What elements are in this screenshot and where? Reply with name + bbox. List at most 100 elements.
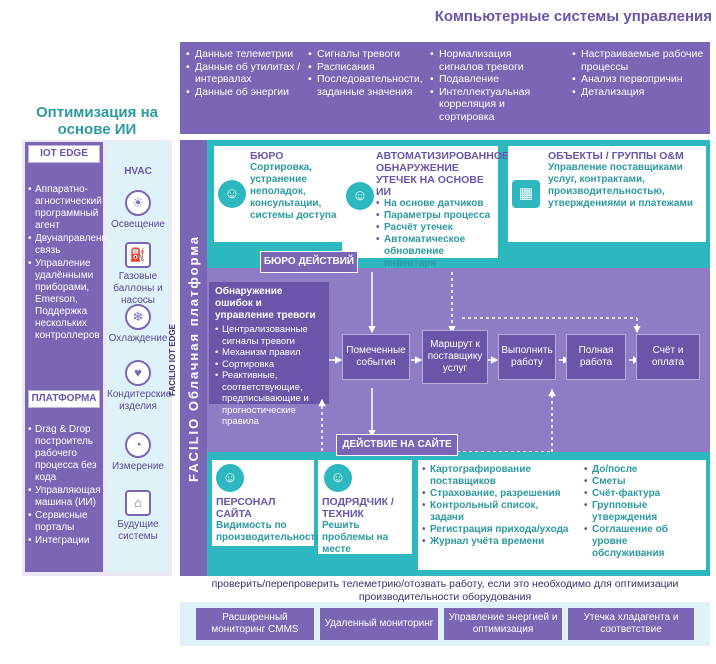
telemetry-item: Данные об энергии <box>186 86 304 99</box>
platform-header: ПЛАТФОРМА <box>28 390 100 408</box>
list-item: Управление удалёнными приборами, Emerson… <box>28 258 102 342</box>
leak-detection-card: ☺ АВТОМАТИЗИРОВАННОЕ ОБНАРУЖЕНИЕ УТЕЧЕК … <box>342 146 509 269</box>
flow-step-complete-work: Полная работа <box>566 334 626 380</box>
telemetry-item: Интеллектуальная корреляция и сортировка <box>430 86 558 124</box>
list-item: Автоматическое обновление инвентаря <box>376 234 496 270</box>
hvac-item-gas: ⛽ Газовые баллоны и насосы <box>107 242 169 307</box>
person-icon: ☺ <box>218 180 246 208</box>
site-action-label: ДЕЙСТВИЕ НА САЙТЕ <box>336 434 458 456</box>
telemetry-col-4: Настраиваемые рабочие процессы Анализ пе… <box>572 48 704 98</box>
telemetry-col-2: Сигналы тревоги Расписания Последователь… <box>308 48 426 98</box>
alarm-list: Централизованные сигналы тревоги Механиз… <box>215 324 323 428</box>
bureau-title: БЮРО <box>250 150 284 162</box>
telemetry-item: Последовательности, заданные значения <box>308 73 426 98</box>
telemetry-item: Нормализация сигналов тревоги <box>430 48 558 73</box>
telemetry-block: Данные телеметрии Данные об утилитах / и… <box>180 42 710 134</box>
list-item: Параметры процесса <box>376 210 496 222</box>
telemetry-item: Расписания <box>308 61 426 74</box>
main-title: Компьютерные системы управления <box>434 8 712 25</box>
list-item: Сервисные порталы <box>28 510 102 534</box>
tasks-list-2: До/после Сметы Счёт-фактура Групповые ут… <box>584 464 702 560</box>
flow-step-do-work: Выполнить работу <box>498 334 556 380</box>
telemetry-col-1: Данные телеметрии Данные об утилитах / и… <box>186 48 304 98</box>
monitoring-energy: Управление энергией и оптимизация <box>444 608 562 640</box>
list-item: Соглашение об уровне обслуживания <box>584 524 702 560</box>
site-staff-card: ☺ ПЕРСОНАЛ САЙТА Видимость по производит… <box>212 460 322 546</box>
tasks-list-1: Картографирование поставщиков Страховани… <box>422 464 574 548</box>
telemetry-item: Анализ первопричин <box>572 73 704 86</box>
bureau-content: БЮРО Сортировка, устранение неполадок, к… <box>250 150 360 222</box>
alarm-title: Обнаружение ошибок и управление тревоги <box>215 286 316 321</box>
hvac-column: HVAC ☀ Освещение ⛽ Газовые баллоны и нас… <box>107 142 171 572</box>
objects-text: Управление поставщиками услуг, контракта… <box>548 162 694 209</box>
hvac-item-metering: ◔ Измерение <box>107 432 169 473</box>
list-item: Расчёт утечек <box>376 222 496 234</box>
leak-title: АВТОМАТИЗИРОВАННОЕ ОБНАРУЖЕНИЕ УТЕЧЕК НА… <box>376 150 509 198</box>
bureau-card: ☺ БЮРО Сортировка, устранение неполадок,… <box>214 146 364 242</box>
list-item: Интеграции <box>28 535 102 547</box>
house-check-icon: ⌂ <box>125 490 151 516</box>
left-title: Оптимизация на основе ИИ <box>36 104 158 138</box>
list-item: Контрольный список, задачи <box>422 500 574 524</box>
platform-list: Drag & Drop построитель рабочего процесс… <box>28 424 102 548</box>
contractor-title: ПОДРЯДЧИК / ТЕХНИК <box>322 496 394 520</box>
cupcake-icon: ♥ <box>125 360 151 386</box>
iot-edge-column: IOT EDGE Аппаратно-агностический програм… <box>25 142 118 572</box>
telemetry-item: Настраиваемые рабочие процессы <box>572 48 704 73</box>
telemetry-item: Данные телеметрии <box>186 48 304 61</box>
contractor-text: Решить проблемы на месте <box>322 520 389 555</box>
telemetry-col-3: Нормализация сигналов тревоги Подавление… <box>430 48 558 123</box>
gas-cylinder-icon: ⛽ <box>125 242 151 268</box>
flow-step-route-vendor: Маршрут к поставщику услуг <box>422 330 488 384</box>
hvac-item-cooling: ❄ Охлаждение <box>107 304 169 345</box>
bureau-text: Сортировка, устранение неполадок, консул… <box>250 162 337 221</box>
list-item: Двунаправленная связь <box>28 233 118 257</box>
flow-step-invoice-payment: Счёт и оплата <box>636 334 700 380</box>
bottom-caption: проверить/перепроверить телеметрию/отозв… <box>211 578 679 603</box>
tasks-card: Картографирование поставщиков Страховани… <box>418 460 706 570</box>
iot-edge-header: IOT EDGE <box>28 145 100 163</box>
telemetry-item: Детализация <box>572 86 704 99</box>
objects-content: ОБЪЕКТЫ / ГРУППЫ O&M Управление поставщи… <box>548 150 702 210</box>
iot-edge-list: Аппаратно-агностический программный аген… <box>28 184 118 343</box>
monitoring-remote: Удаленный мониторинг <box>320 608 438 640</box>
list-item: Групповые утверждения <box>584 500 702 524</box>
list-item: Страхование, разрешения <box>422 488 574 500</box>
list-item: Централизованные сигналы тревоги <box>215 324 323 347</box>
platform-band <box>180 140 207 576</box>
list-item: Регистрация прихода/ухода <box>422 524 574 536</box>
iot-edge-vertical-label: FACILIO IOT EDGE <box>167 323 177 396</box>
fan-icon: ❄ <box>125 304 151 330</box>
contractor-card: ☺ ПОДРЯДЧИК / ТЕХНИК Решить проблемы на … <box>318 460 412 555</box>
bureau-actions-label: БЮРО ДЕЙСТВИЙ <box>260 251 358 273</box>
list-item: Журнал учёта времени <box>422 536 574 548</box>
gauge-icon: ◔ <box>125 432 151 458</box>
leak-content: АВТОМАТИЗИРОВАННОЕ ОБНАРУЖЕНИЕ УТЕЧЕК НА… <box>376 150 509 270</box>
list-item: Счёт-фактура <box>584 488 702 500</box>
list-item: На основе датчиков <box>376 198 496 210</box>
objects-card: ▦ ОБЪЕКТЫ / ГРУППЫ O&M Управление постав… <box>508 146 706 242</box>
hvac-header: HVAC <box>124 166 152 177</box>
flow-connectors <box>318 272 641 452</box>
list-item: Сметы <box>584 476 702 488</box>
hvac-item-future: ⌂ Будущие системы <box>107 490 169 543</box>
flow-step-flagged-events: Помеченные события <box>342 334 410 380</box>
person-icon: ☺ <box>346 182 374 210</box>
list-item: До/после <box>584 464 702 476</box>
hvac-item-lighting: ☀ Освещение <box>107 190 169 231</box>
list-item: Drag & Drop построитель рабочего процесс… <box>28 424 102 484</box>
hvac-item-confectionery: ♥ Кондитерские изделия <box>107 360 171 413</box>
objects-title: ОБЪЕКТЫ / ГРУППЫ O&M <box>548 150 684 162</box>
site-staff-title: ПЕРСОНАЛ САЙТА <box>216 496 276 520</box>
monitoring-cmms: Расширенный мониторинг CMMS <box>196 608 314 640</box>
list-item: Управляющая машина (ИИ) <box>28 485 102 509</box>
site-staff-content: ПЕРСОНАЛ САЙТА Видимость по производител… <box>216 496 322 544</box>
lightbulb-icon: ☀ <box>125 190 151 216</box>
leak-list: На основе датчиков Параметры процесса Ра… <box>376 198 496 270</box>
monitoring-refrigerant: Утечка хладагента и соответствие <box>568 608 694 640</box>
list-item: Аппаратно-агностический программный аген… <box>28 184 102 232</box>
site-staff-text: Видимость по производительности <box>216 520 322 543</box>
list-item: Сортировка <box>215 359 323 371</box>
telemetry-item: Сигналы тревоги <box>308 48 426 61</box>
list-item: Картографирование поставщиков <box>422 464 574 488</box>
